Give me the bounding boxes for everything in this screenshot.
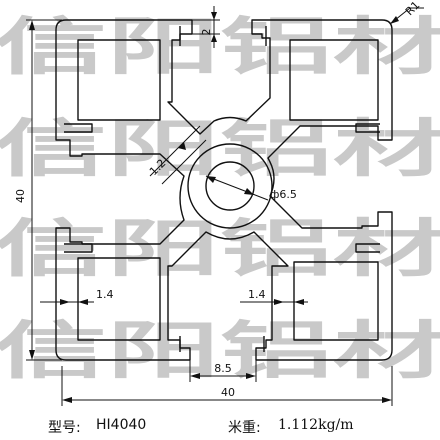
dim-wall-left-label: 1.4 bbox=[96, 288, 114, 301]
watermark-row: 信阳铝材 bbox=[0, 112, 440, 185]
dim-width-label: 40 bbox=[221, 386, 235, 399]
profile-outer-contour bbox=[55, 19, 393, 361]
profile-outline bbox=[55, 19, 393, 361]
model-label: 型号: bbox=[48, 420, 81, 436]
watermark-row: 信阳铝材 bbox=[0, 212, 440, 285]
chamber-bottom-right bbox=[293, 261, 379, 341]
dim-bore-diameter-label: ф6.5 bbox=[270, 188, 297, 201]
dim-wall-left: 1.4 bbox=[40, 288, 114, 305]
center-bore bbox=[205, 161, 255, 211]
center-hub bbox=[187, 143, 273, 229]
slot-bottom-inner bbox=[179, 336, 265, 352]
dim-wall-right-label: 1.4 bbox=[248, 288, 266, 301]
dim-slot-depth: 2 bbox=[192, 6, 220, 48]
dim-wall-right: 1.4 bbox=[240, 288, 308, 305]
watermark: 信阳铝材 信阳铝材 信阳铝材 信阳铝材 bbox=[0, 10, 440, 387]
dim-height-label: 40 bbox=[14, 189, 27, 203]
slot-top-inner bbox=[179, 26, 267, 46]
dim-width: 40 bbox=[61, 366, 393, 406]
chamber-top-right bbox=[289, 39, 379, 121]
model-value: HI4040 bbox=[96, 417, 147, 433]
watermark-row: 信阳铝材 bbox=[0, 10, 440, 83]
chamber-top-left bbox=[77, 39, 161, 121]
watermark-row: 信阳铝材 bbox=[0, 314, 440, 387]
chamber-bottom-left bbox=[77, 257, 161, 341]
slot-left-inner bbox=[64, 123, 93, 253]
dim-slot-depth-label: 2 bbox=[200, 29, 213, 36]
dim-slot-width-label: 8.5 bbox=[214, 362, 232, 375]
dim-bore-diameter: ф6.5 bbox=[205, 175, 297, 201]
dim-slot-width: 8.5 bbox=[189, 352, 257, 382]
weight-label: 米重: bbox=[228, 420, 261, 436]
weight-value: 1.112kg/m bbox=[278, 417, 354, 433]
dim-height: 40 bbox=[14, 19, 62, 361]
slot-right-inner bbox=[355, 123, 380, 253]
